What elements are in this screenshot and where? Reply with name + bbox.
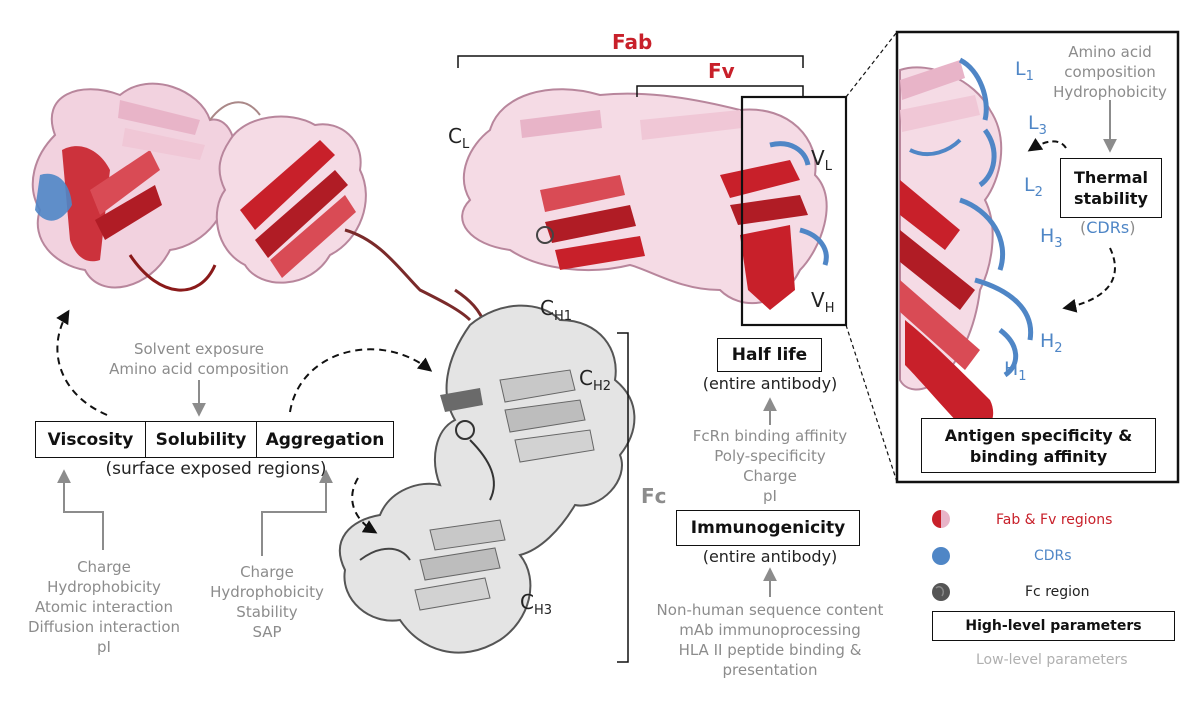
cdr-l1-label: L1	[1015, 58, 1034, 84]
left-fab-structure	[31, 82, 472, 322]
cdr-l3-label: L3	[1028, 112, 1047, 138]
fc-label: Fc	[641, 484, 667, 508]
arrow-cdrs-to-h2	[1062, 247, 1116, 313]
aggregation-params: Charge Hydrophobicity Stability SAP	[210, 563, 324, 641]
variable-region-box	[740, 95, 848, 327]
cdr-h3-label: H3	[1040, 225, 1063, 251]
cdr-zoom-structure	[899, 57, 1034, 433]
solubility-params: Solvent exposure Amino acid composition	[109, 340, 289, 378]
half-life-params: FcRn binding affinity Poly-specificity C…	[692, 427, 848, 505]
fv-bracket	[636, 85, 804, 97]
arrow-aggregation-to-ch3	[351, 477, 378, 534]
legend-cdrs-label: CDRs	[1034, 548, 1072, 564]
arrow-params-to-viscosity	[57, 469, 104, 550]
fab-label: Fab	[612, 30, 653, 54]
cdrs-note: (CDRs)	[1080, 218, 1136, 237]
legend-fab-fv-icon	[932, 510, 950, 528]
viscosity-params: Charge Hydrophobicity Atomic interaction…	[27, 558, 181, 656]
arrow-thermal-to-l3	[1027, 137, 1067, 152]
viscosity-box: Viscosity	[35, 421, 146, 458]
immunogenicity-box: Immunogenicity	[676, 510, 860, 546]
ch1-label: CH1	[540, 296, 573, 324]
right-fab-structure	[454, 88, 829, 326]
vl-label: VL	[811, 146, 832, 174]
arrow-viscosity-to-fab	[56, 309, 108, 416]
aggregation-box: Aggregation	[256, 421, 394, 458]
fc-structure	[339, 304, 636, 654]
arrow-params-to-aggregation	[261, 469, 333, 556]
zoom-line-top	[845, 31, 898, 98]
legend-fab-fv-label: Fab & Fv regions	[996, 512, 1113, 528]
cdr-l2-label: L2	[1024, 174, 1043, 200]
thermal-stability-box: Thermal stability	[1060, 158, 1162, 218]
cdr-h2-label: H2	[1040, 330, 1063, 356]
legend-high-level-box: High-level parameters	[932, 611, 1175, 641]
solubility-box: Solubility	[145, 421, 257, 458]
vh-label: VH	[811, 288, 835, 316]
half-life-box: Half life	[717, 338, 822, 372]
fc-bracket	[617, 332, 629, 663]
thermal-params: Amino acid composition Hydrophobicity	[1053, 43, 1167, 101]
zoom-panel-frame	[895, 30, 1180, 484]
legend-cdrs-icon	[932, 547, 950, 565]
immunogenicity-note: (entire antibody)	[702, 547, 838, 566]
legend-fc-label: Fc region	[1025, 584, 1090, 600]
cdr-h1-label: H1	[1004, 358, 1027, 384]
fab-bracket	[457, 55, 804, 68]
surface-note: (surface exposed regions)	[105, 459, 327, 479]
arrow-aggregation-to-fc	[289, 348, 433, 413]
ch3-label: CH3	[520, 590, 553, 618]
legend-low-level-label: Low-level parameters	[976, 652, 1128, 668]
half-life-note: (entire antibody)	[702, 374, 838, 393]
fv-label: Fv	[708, 59, 735, 83]
antigen-specificity-box: Antigen specificity & binding affinity	[921, 418, 1156, 473]
ch2-label: CH2	[579, 366, 612, 394]
immunogenicity-params: Non-human sequence content mAb immunopro…	[656, 601, 884, 679]
cl-label: CL	[448, 124, 470, 152]
legend-fc-icon	[932, 583, 950, 601]
